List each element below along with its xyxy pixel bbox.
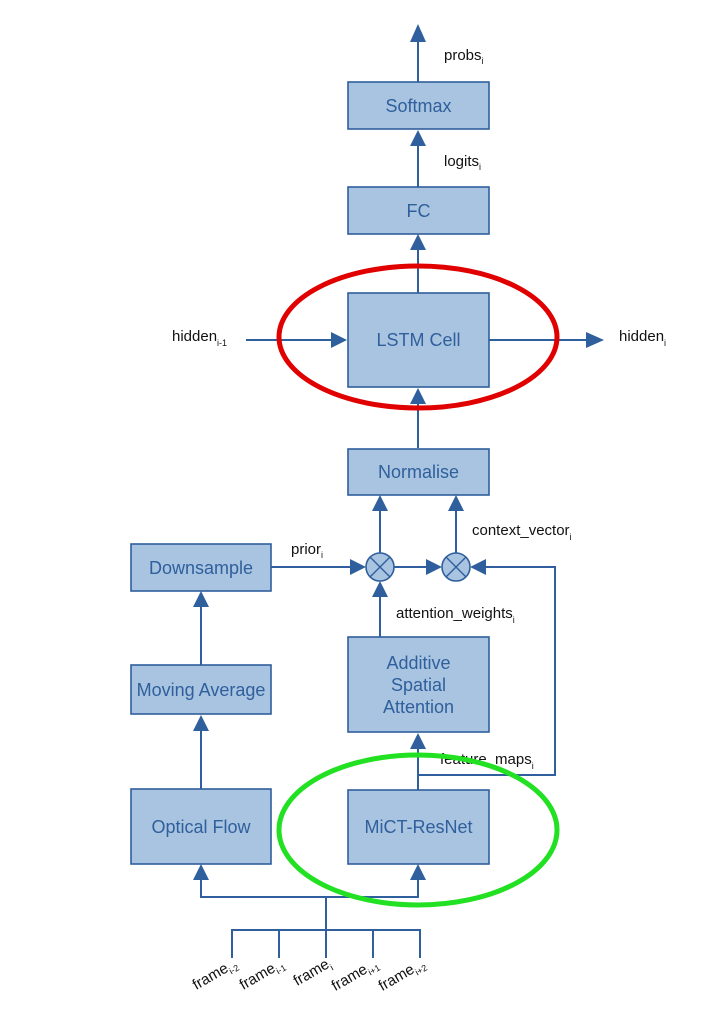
- arrowhead-mult1-bottom: [372, 581, 388, 597]
- arrowhead-optical-flow: [193, 864, 209, 880]
- hidden-out-label: hiddeni: [619, 328, 666, 348]
- attention-label-line-3: Attention: [383, 697, 454, 717]
- optical-flow-label: Optical Flow: [151, 817, 251, 837]
- lstm-cell-box: LSTM Cell: [347, 292, 490, 388]
- downsample-label: Downsample: [149, 558, 253, 578]
- frame-label-i-minus-1: framei-1: [237, 955, 288, 996]
- arrowheads: [193, 24, 604, 880]
- arrowhead-downsample: [193, 591, 209, 607]
- arrowhead-mict: [410, 864, 426, 880]
- connectors: [200, 40, 592, 958]
- mict-resnet-label: MiCT-ResNet: [364, 817, 472, 837]
- frame-label-i-plus-2: framei+2: [376, 955, 429, 997]
- frame-label-i-minus-2: framei-2: [190, 955, 241, 996]
- downsample-box: Downsample: [130, 543, 272, 592]
- edge-frames-bus: [200, 878, 419, 898]
- multiply-operator-context: [441, 552, 471, 582]
- arrowhead-mult2-right: [470, 559, 486, 575]
- lstm-cell-label: LSTM Cell: [376, 330, 460, 350]
- mict-resnet-box: MiCT-ResNet: [347, 789, 490, 865]
- context-vector-label: context_vectori: [472, 522, 572, 542]
- softmax-box: Softmax: [347, 81, 490, 130]
- arrowhead-lstm-bottom: [410, 388, 426, 404]
- arrowhead-softmax: [410, 130, 426, 146]
- arrowhead-mult1-left: [350, 559, 366, 575]
- attention-weights-label: attention_weightsi: [396, 605, 515, 625]
- arrowhead-mult2-left: [426, 559, 442, 575]
- arrowhead-probs: [410, 24, 426, 42]
- normalise-box: Normalise: [347, 448, 490, 496]
- moving-average-box: Moving Average: [130, 664, 272, 715]
- fc-box: FC: [347, 186, 490, 235]
- softmax-label: Softmax: [385, 96, 451, 116]
- attention-label-line-2: Spatial: [391, 675, 446, 695]
- probs-label: probsi: [444, 47, 484, 66]
- multiply-operator-prior: [365, 552, 395, 582]
- attention-label-line-1: Additive: [386, 653, 450, 673]
- arrowhead-normalise-right: [448, 495, 464, 511]
- prior-label: priori: [291, 541, 323, 560]
- mict-highlight-ring: [276, 752, 560, 908]
- arrowhead-lstm-left: [331, 332, 347, 348]
- frame-labels: framei-2 framei-1 framei framei+1 framei…: [190, 955, 429, 997]
- arrowhead-attention: [410, 733, 426, 749]
- arrowhead-hidden-out: [586, 332, 604, 348]
- frame-label-i-plus-1: framei+1: [329, 955, 382, 997]
- moving-average-label: Moving Average: [137, 680, 266, 700]
- additive-spatial-attention-box: Additive Spatial Attention: [347, 636, 490, 733]
- fc-label: FC: [407, 201, 431, 221]
- arrowhead-normalise-left: [372, 495, 388, 511]
- normalise-label: Normalise: [378, 462, 459, 482]
- frame-label-i: framei: [291, 955, 335, 992]
- hidden-in-label: hiddeni-1: [172, 328, 227, 348]
- arrowhead-fc: [410, 234, 426, 250]
- optical-flow-box: Optical Flow: [130, 788, 272, 865]
- lstm-highlight-ring: [276, 263, 560, 411]
- arrowhead-moving-average: [193, 715, 209, 731]
- feature-maps-label: feature_mapsi: [440, 751, 534, 771]
- logits-label: logitsi: [444, 153, 481, 172]
